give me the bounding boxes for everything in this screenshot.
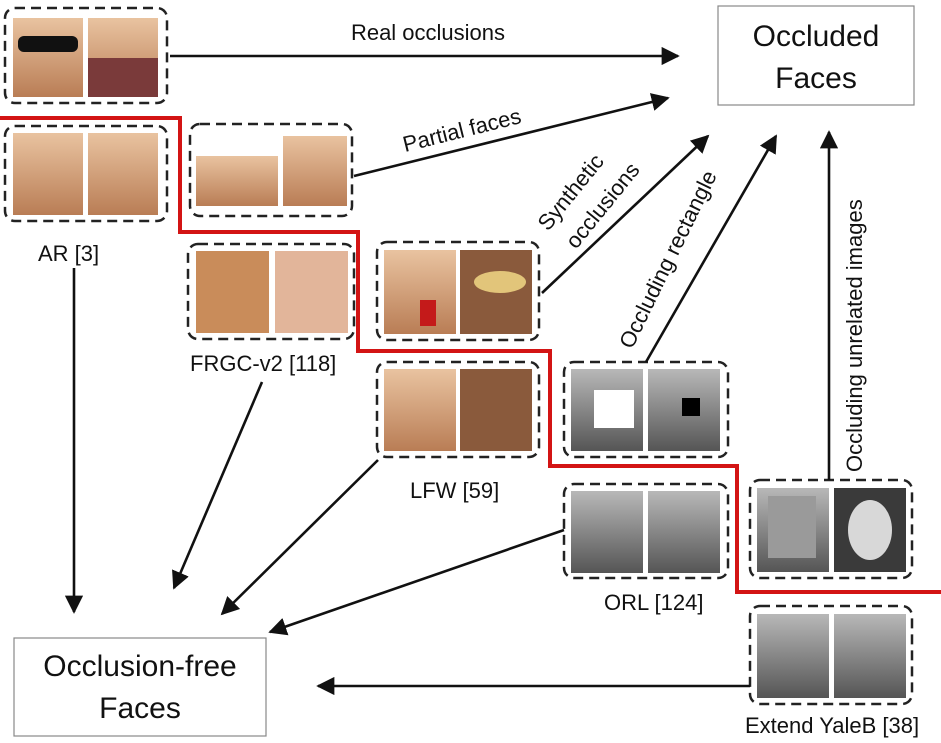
yaleb-unrelated-images [748, 478, 914, 580]
occlusion-free-faces-box: Occlusion-free Faces [13, 637, 267, 737]
label-occluding-unrelated: Occluding unrelated images [842, 199, 867, 472]
label-real-occlusions: Real occlusions [351, 20, 505, 45]
arrow-orl-to-free [268, 528, 565, 636]
ar-label: AR [3] [38, 241, 99, 266]
occluded-faces-line1: Occluded [753, 20, 880, 53]
orl-label: ORL [124] [604, 590, 703, 615]
yaleb-clean-images [748, 604, 914, 706]
occlusion-boundary-line [0, 116, 941, 594]
occluded-faces-line2: Faces [775, 62, 857, 95]
lfw-clean-images [375, 360, 541, 459]
occluded-faces-box: Occluded Faces [717, 5, 915, 106]
arrow-lfw-to-free [220, 459, 379, 616]
lfw-synthetic-images [375, 240, 541, 342]
orl-clean-images [562, 482, 730, 580]
arrow-partial-faces [353, 93, 670, 178]
ar-clean-images [3, 124, 169, 223]
lfw-label: LFW [59] [410, 478, 499, 503]
frgc-partial-images [188, 122, 354, 218]
ar-occluded-images [3, 6, 169, 105]
yaleb-label: Extend YaleB [38] [745, 713, 919, 738]
frgc-clean-images [186, 242, 356, 341]
orl-rectangle-images [562, 360, 730, 459]
occlusion-free-line1: Occlusion-free [43, 650, 236, 683]
occlusion-free-line2: Faces [99, 692, 181, 725]
arrow-frgc-to-free [172, 381, 264, 590]
frgc-label: FRGC-v2 [118] [190, 351, 336, 376]
arrow-occluding-rectangle [644, 134, 778, 363]
arrow-synthetic-occlusions [541, 134, 710, 294]
